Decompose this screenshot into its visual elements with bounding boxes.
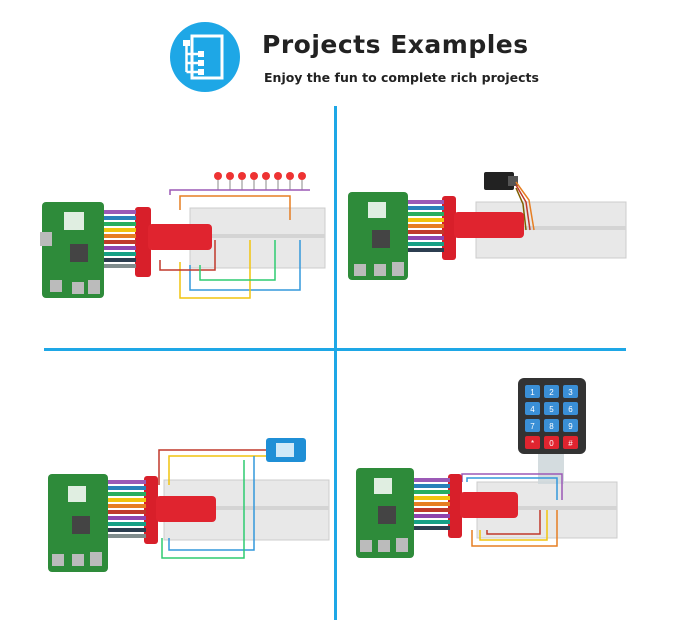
keypad-key [563, 436, 578, 449]
keypad-key-label: 1 [530, 388, 535, 397]
keypad-key-label: 2 [549, 388, 554, 397]
t-cobbler [442, 196, 524, 260]
vertical-divider [334, 106, 337, 620]
project-i2c-module [44, 430, 334, 580]
servo-wires [515, 181, 535, 231]
servo-motor [484, 172, 518, 190]
keypad-key [544, 402, 559, 415]
project-keypad: 1 2 3 4 5 6 7 8 9 * 0 # [352, 370, 642, 570]
jumper-wires [159, 189, 310, 299]
keypad-key [563, 419, 578, 432]
keypad-key-label: 3 [568, 388, 573, 397]
keypad-key-label: 6 [568, 405, 573, 414]
gpio-ribbon-cable [106, 480, 146, 538]
keypad-key-label: 9 [568, 422, 573, 431]
keypad-key-label: 8 [549, 422, 554, 431]
keypad-key [563, 385, 578, 398]
t-cobbler [448, 474, 518, 538]
project-led-bar [40, 150, 330, 320]
keypad-key [563, 402, 578, 415]
gpio-ribbon-cable [102, 210, 136, 268]
sensor-module [266, 438, 306, 462]
keypad-key-label: * [531, 439, 534, 448]
keypad-key-label: 4 [530, 405, 535, 414]
breadboard [189, 207, 326, 269]
raspberry-pi-board [348, 192, 408, 280]
keypad-key [525, 385, 540, 398]
keypad-ribbon [538, 454, 564, 484]
keypad-key [544, 436, 559, 449]
raspberry-pi-board [48, 474, 108, 572]
t-cobbler [144, 476, 216, 544]
keypad-key-label: 5 [549, 405, 554, 414]
flowchart-icon [170, 22, 240, 92]
keypad-key-label: # [568, 439, 573, 448]
raspberry-pi-board [356, 468, 414, 558]
keypad: 1 2 3 4 5 6 7 8 9 * 0 # [518, 378, 586, 454]
gpio-ribbon-cable [410, 478, 450, 530]
keypad-key [525, 419, 540, 432]
led-row [214, 172, 306, 190]
project-servo [344, 160, 634, 300]
keypad-key [525, 402, 540, 415]
keypad-key [544, 419, 559, 432]
t-cobbler [135, 207, 212, 277]
jumper-wires [158, 449, 266, 559]
keypad-key [544, 385, 559, 398]
page-subtitle: Enjoy the fun to complete rich projects [264, 70, 539, 85]
raspberry-pi-board [40, 202, 104, 298]
keypad-key [525, 436, 540, 449]
keypad-keys: 1 2 3 4 5 6 7 8 9 * 0 # [525, 385, 578, 449]
keypad-key-label: 0 [549, 439, 554, 448]
horizontal-divider [44, 348, 626, 351]
page-title: Projects Examples [262, 30, 529, 59]
keypad-key-label: 7 [530, 422, 535, 431]
gpio-ribbon-cable [406, 200, 444, 252]
